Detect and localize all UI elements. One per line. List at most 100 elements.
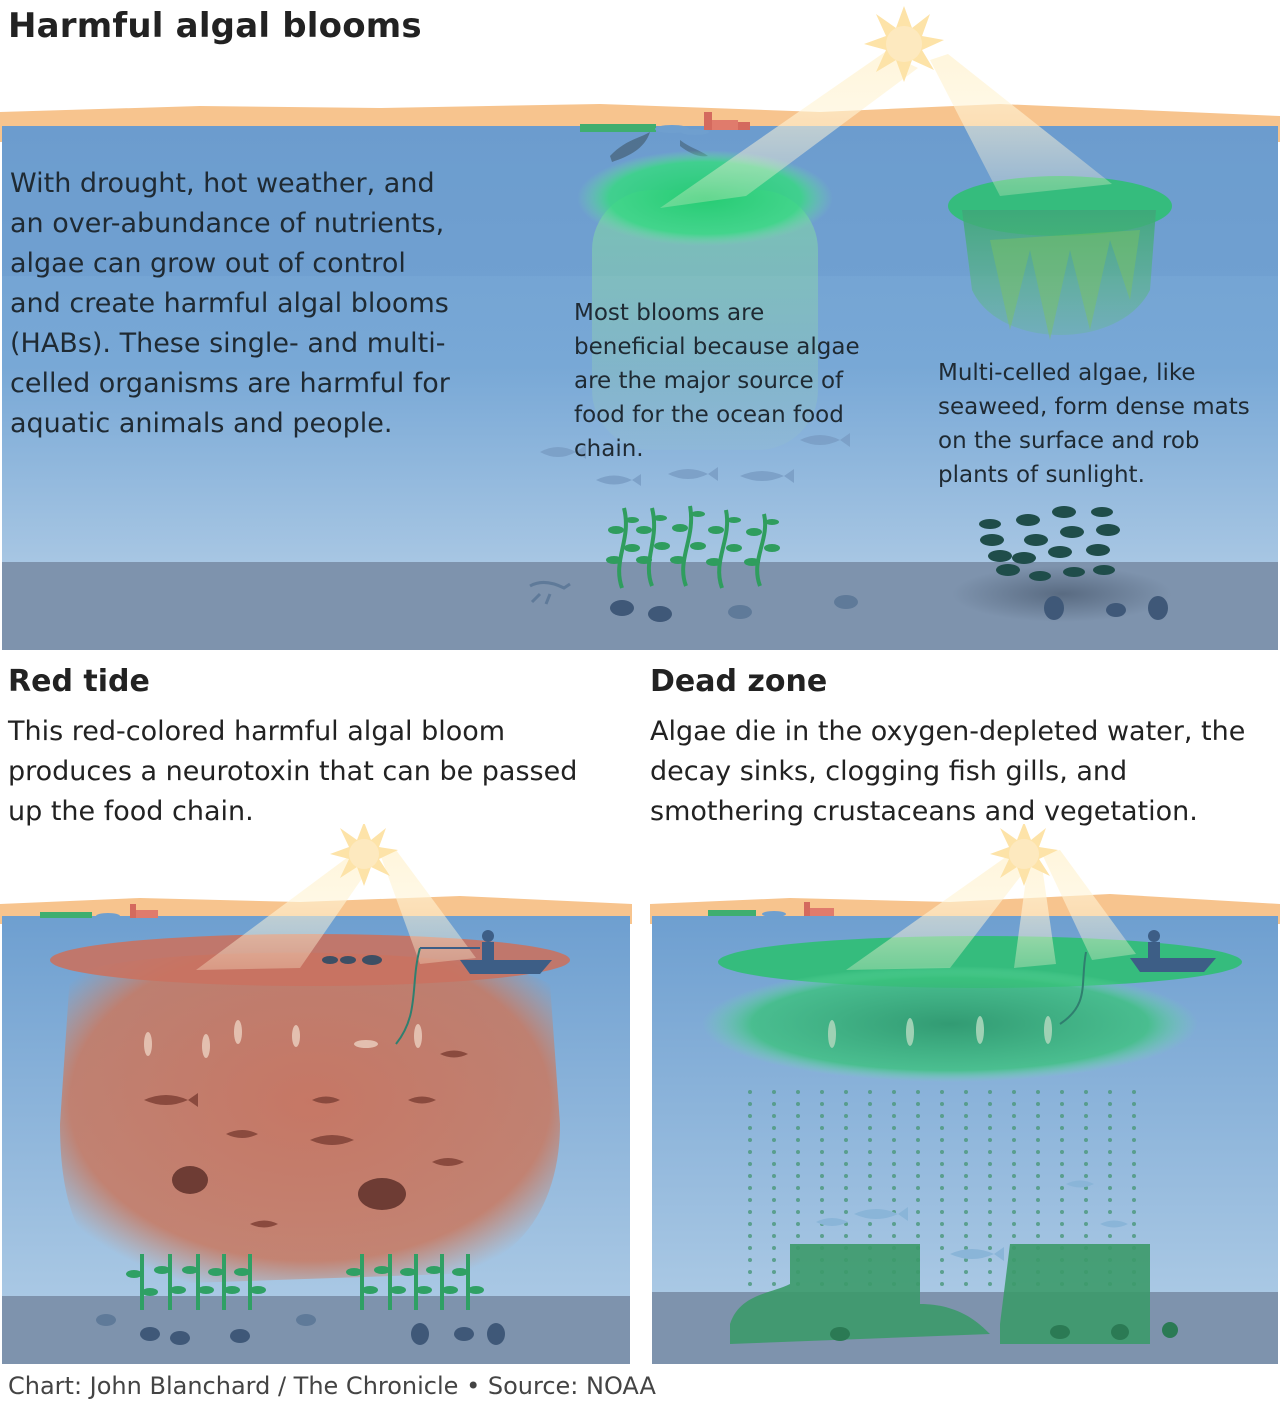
- decay-particle: [988, 1126, 992, 1130]
- decay-particle: [940, 1186, 944, 1190]
- decay-particle: [748, 1174, 752, 1178]
- decay-particle: [1012, 1102, 1016, 1106]
- decay-particle: [916, 1174, 920, 1178]
- decay-particle: [892, 1174, 896, 1178]
- decay-particle: [748, 1150, 752, 1154]
- decay-particle: [1084, 1210, 1088, 1214]
- decay-particle: [772, 1210, 776, 1214]
- decay-particle: [1060, 1234, 1064, 1238]
- decay-particle: [964, 1198, 968, 1202]
- red-tide-bloom: [60, 952, 560, 1284]
- decay-particle: [1060, 1162, 1064, 1166]
- decay-particle: [772, 1258, 776, 1262]
- decay-particle: [1132, 1198, 1136, 1202]
- top-illustration: [0, 6, 1280, 650]
- decay-particle: [796, 1114, 800, 1118]
- decay-particle: [868, 1198, 872, 1202]
- decay-particle: [916, 1186, 920, 1190]
- decay-particle: [964, 1270, 968, 1274]
- decay-particle: [748, 1270, 752, 1274]
- decay-particle: [748, 1198, 752, 1202]
- decay-particle: [748, 1282, 752, 1286]
- decay-particle: [1012, 1138, 1016, 1142]
- decay-particle: [1108, 1162, 1112, 1166]
- sunbeams: [846, 854, 1030, 970]
- decay-particle: [964, 1126, 968, 1130]
- decay-particle: [1060, 1186, 1064, 1190]
- decay-particle: [964, 1258, 968, 1262]
- dead-zone-description: Algae die in the oxygen-depleted water, …: [650, 716, 1246, 827]
- decay-particle: [844, 1150, 848, 1154]
- decay-particle: [1108, 1126, 1112, 1130]
- decay-particle: [1036, 1174, 1040, 1178]
- decay-particle: [772, 1150, 776, 1154]
- decay-particle: [820, 1162, 824, 1166]
- decay-particle: [1108, 1102, 1112, 1106]
- red-tide-illustration: [0, 824, 632, 1364]
- rock-icon: [830, 1322, 1178, 1341]
- decay-particle: [916, 1150, 920, 1154]
- decay-particle: [820, 1186, 824, 1190]
- decay-particle: [940, 1114, 944, 1118]
- decay-particle: [748, 1258, 752, 1262]
- dead-zone-panel: [650, 824, 1280, 1364]
- decay-particle: [844, 1234, 848, 1238]
- decay-particle: [1012, 1198, 1016, 1202]
- rock-icon: [140, 1323, 505, 1345]
- decay-particle: [916, 1126, 920, 1130]
- decay-particle: [1108, 1174, 1112, 1178]
- decay-particle: [772, 1198, 776, 1202]
- decay-particle: [748, 1186, 752, 1190]
- decay-particle: [1060, 1174, 1064, 1178]
- red-tide-panel: [0, 824, 632, 1364]
- decay-particle: [964, 1234, 968, 1238]
- decay-particle: [748, 1162, 752, 1166]
- decay-particle: [796, 1150, 800, 1154]
- decay-particle: [1060, 1090, 1064, 1094]
- dead-zone-illustration: [650, 824, 1280, 1364]
- decay-particle: [796, 1090, 800, 1094]
- decay-particle: [940, 1258, 944, 1262]
- turtle-icon: [172, 1166, 406, 1210]
- decay-particle: [940, 1246, 944, 1250]
- decay-particle: [844, 1198, 848, 1202]
- decay-particle: [988, 1258, 992, 1262]
- decay-particle: [820, 1102, 824, 1106]
- decay-particle: [1132, 1162, 1136, 1166]
- decay-particle: [940, 1282, 944, 1286]
- decay-particle: [748, 1090, 752, 1094]
- decay-particle: [772, 1090, 776, 1094]
- decay-particle: [940, 1198, 944, 1202]
- decay-particle: [772, 1246, 776, 1250]
- decay-particle: [868, 1222, 872, 1226]
- decay-particle: [1084, 1150, 1088, 1154]
- decay-particle: [988, 1162, 992, 1166]
- decay-particle: [916, 1090, 920, 1094]
- decay-particle: [964, 1174, 968, 1178]
- red-tide-heading: Red tide: [8, 664, 150, 699]
- decay-particle: [964, 1222, 968, 1226]
- decay-particle: [988, 1246, 992, 1250]
- decay-particle: [868, 1234, 872, 1238]
- decay-particle: [868, 1090, 872, 1094]
- decay-particle: [964, 1162, 968, 1166]
- decay-particle: [844, 1186, 848, 1190]
- decay-particle: [1060, 1126, 1064, 1130]
- decay-particle: [1132, 1174, 1136, 1178]
- decay-particle: [844, 1174, 848, 1178]
- decay-particle: [988, 1150, 992, 1154]
- decay-particle: [892, 1138, 896, 1142]
- decay-particle: [1012, 1126, 1016, 1130]
- decay-particle: [988, 1090, 992, 1094]
- decay-particle: [820, 1198, 824, 1202]
- decay-particle: [844, 1210, 848, 1214]
- decay-particle: [1132, 1234, 1136, 1238]
- decay-particle: [748, 1210, 752, 1214]
- decay-particle: [892, 1150, 896, 1154]
- decay-particle: [916, 1222, 920, 1226]
- decay-particle: [1108, 1186, 1112, 1190]
- decay-particle: [772, 1114, 776, 1118]
- shrimp-icon: [529, 581, 571, 605]
- decay-particle: [964, 1090, 968, 1094]
- decay-particle: [916, 1138, 920, 1142]
